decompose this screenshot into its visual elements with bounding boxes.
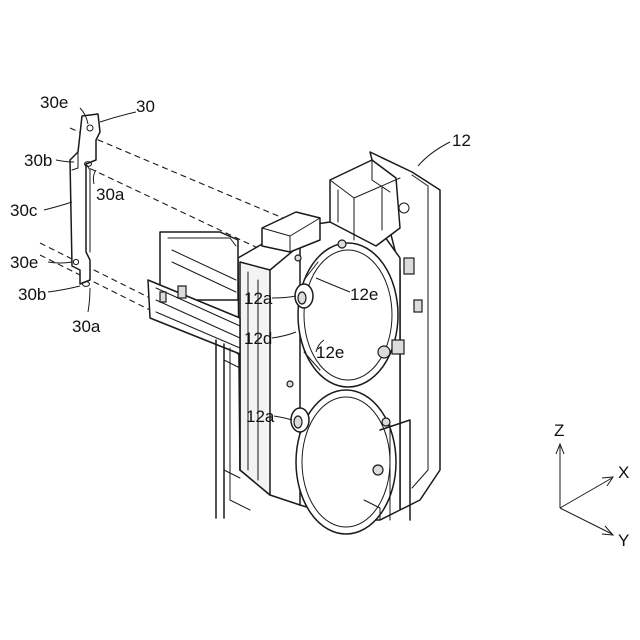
label-12d: 12d: [244, 329, 272, 348]
label-30: 30: [136, 97, 155, 116]
axis-label-x: X: [618, 463, 629, 482]
label-12: 12: [452, 131, 471, 150]
label-12a-top: 12a: [244, 289, 273, 308]
label-12e-top: 12e: [350, 285, 378, 304]
label-30b-bottom: 30b: [18, 285, 46, 304]
axis-triad: Z X Y: [554, 421, 629, 550]
axis-label-y: Y: [618, 531, 629, 550]
label-12e-mid: 12e: [316, 343, 344, 362]
label-30a-top: 30a: [96, 185, 125, 204]
label-30a-bottom: 30a: [72, 317, 101, 336]
label-30e-top: 30e: [40, 93, 68, 112]
label-30c: 30c: [10, 201, 38, 220]
label-12a-bottom: 12a: [246, 407, 275, 426]
rail-assembly: [148, 232, 250, 518]
label-30e-bottom: 30e: [10, 253, 38, 272]
axis-label-z: Z: [554, 421, 564, 440]
label-30b-top: 30b: [24, 151, 52, 170]
